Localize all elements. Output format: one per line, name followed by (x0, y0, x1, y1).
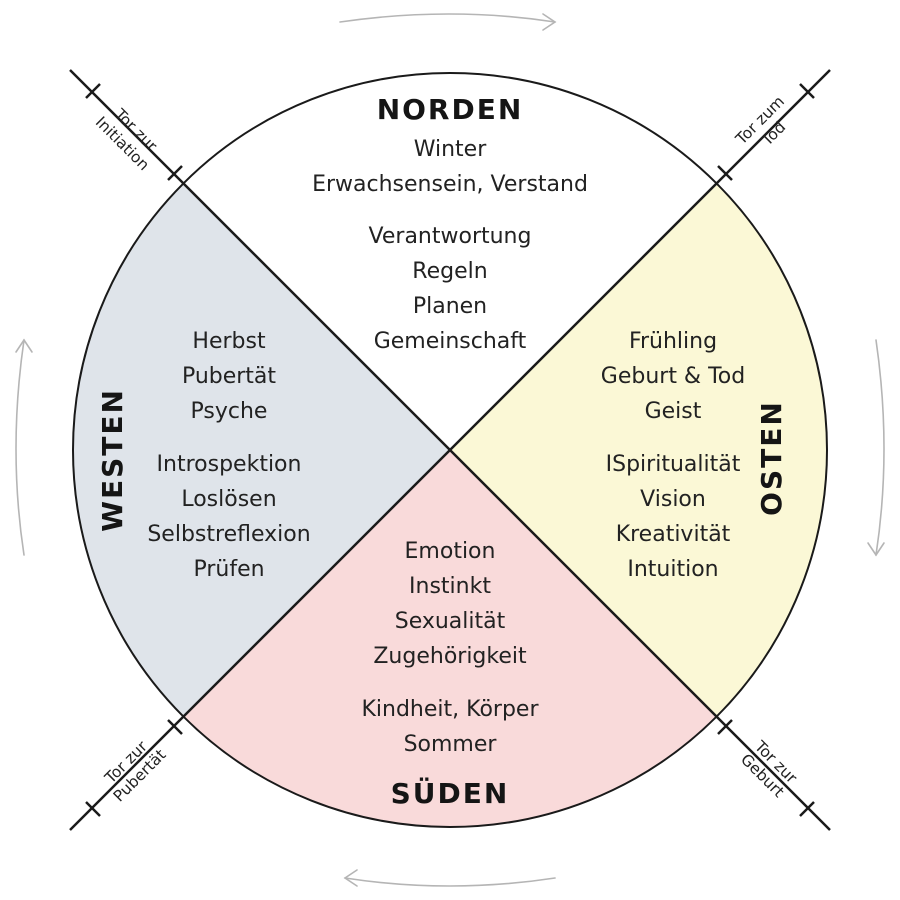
arrow-bottom-icon (343, 869, 556, 887)
east-item: Kreativität (616, 522, 731, 547)
west-item: Introspektion (157, 452, 302, 477)
tick-nw-outer (85, 83, 101, 99)
arrow-right-icon (867, 339, 885, 557)
south-item: Instinkt (409, 574, 491, 599)
west-line: Pubertät (182, 364, 276, 389)
north-item: Regeln (412, 259, 487, 284)
east-item: ISpiritualität (606, 452, 741, 477)
gate-label-nw: Tor zur Initiation (92, 105, 161, 174)
west-line: Herbst (192, 329, 266, 354)
north-quadrant (183, 72, 717, 450)
east-line: Geist (645, 399, 702, 424)
tick-ne-inner (717, 165, 733, 181)
south-stage: Kindheit, Körper (361, 697, 539, 722)
tick-sw-outer (85, 801, 101, 817)
tick-ne-outer (799, 83, 815, 99)
south-quadrant (183, 450, 717, 828)
arrow-left-icon (15, 338, 33, 556)
north-item: Gemeinschaft (374, 329, 527, 354)
west-item: Selbstreflexion (147, 522, 310, 547)
west-title: WESTEN (96, 388, 129, 532)
east-item: Vision (640, 487, 706, 512)
wheel-outline (72, 72, 828, 828)
north-title: NORDEN (377, 93, 524, 126)
west-line: Psyche (191, 399, 268, 424)
tick-sw-inner (167, 719, 183, 735)
north-stage: Erwachsensein, Verstand (312, 172, 588, 197)
diagonal-ne-sw (69, 69, 831, 831)
west-item: Prüfen (193, 557, 264, 582)
west-item: Loslösen (181, 487, 276, 512)
south-item: Zugehörigkeit (373, 644, 527, 669)
north-item: Planen (413, 294, 487, 319)
north-season: Winter (414, 137, 487, 162)
south-item: Emotion (405, 539, 496, 564)
south-item: Sexualität (395, 609, 506, 634)
east-title: OSTEN (755, 400, 788, 516)
gate-label-ne: Tor zum Tod (732, 92, 790, 150)
tick-nw-inner (167, 165, 183, 181)
east-item: Intuition (627, 557, 718, 582)
rotation-arrows (15, 13, 885, 887)
gate-label-sw: Tor zur Pubertät (101, 737, 170, 805)
north-item: Verantwortung (369, 224, 532, 249)
gate-ticks (85, 83, 815, 817)
dividing-lines (69, 69, 831, 831)
east-quadrant (450, 183, 828, 717)
tick-se-outer (799, 801, 815, 817)
arrow-top-icon (339, 13, 557, 31)
tick-se-inner (717, 719, 733, 735)
west-quadrant (72, 183, 451, 717)
south-title: SÜDEN (391, 776, 510, 810)
east-line: Frühling (629, 329, 717, 354)
east-line: Geburt & Tod (601, 364, 745, 389)
south-season: Sommer (404, 732, 498, 757)
